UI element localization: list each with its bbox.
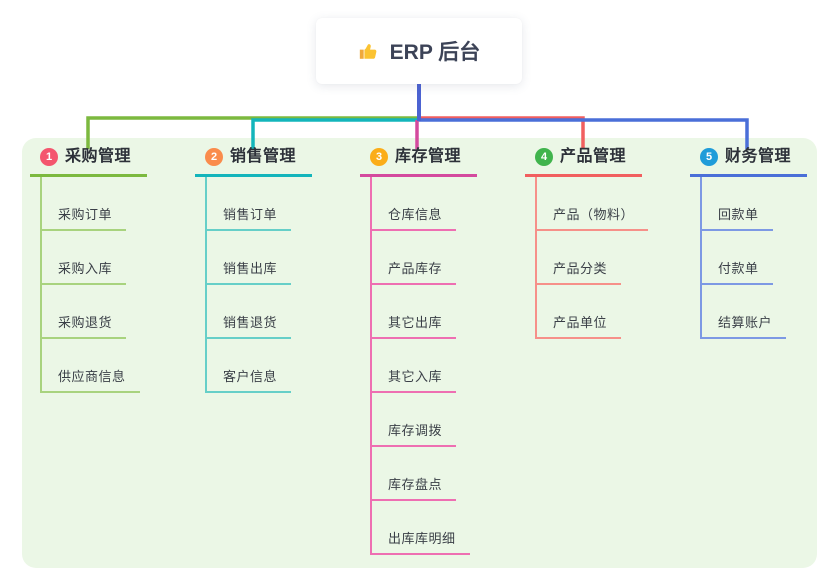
child-node[interactable]: 客户信息 [207, 339, 292, 393]
branches-panel [22, 138, 817, 568]
child-node[interactable]: 其它入库 [372, 339, 457, 393]
branch-3: 3 库存管理仓库信息产品库存其它出库其它入库库存调拨库存盘点出库库明细 [360, 147, 477, 555]
child-node-label: 销售退货 [223, 315, 278, 330]
child-node[interactable]: 付款单 [702, 231, 773, 285]
branch-3-children: 仓库信息产品库存其它出库其它入库库存调拨库存盘点出库库明细 [370, 177, 470, 555]
child-node-label: 产品库存 [388, 261, 443, 276]
branch-3-title[interactable]: 3 库存管理 [360, 147, 477, 177]
child-node[interactable]: 采购订单 [42, 177, 127, 231]
child-node-label: 付款单 [718, 261, 759, 276]
child-node-label: 库存调拨 [388, 423, 443, 438]
thumbs-up-icon [359, 44, 377, 59]
child-node-label: 库存盘点 [388, 477, 443, 492]
branch-number-badge: 4 [535, 148, 553, 166]
child-node-label: 仓库信息 [388, 207, 443, 222]
branch-1-title[interactable]: 1 采购管理 [30, 147, 147, 177]
branch-number-badge: 5 [700, 148, 718, 166]
branch-1: 1 采购管理采购订单采购入库采购退货供应商信息 [30, 147, 147, 393]
child-node-label: 采购订单 [58, 207, 113, 222]
branch-2: 2 销售管理销售订单销售出库销售退货客户信息 [195, 147, 312, 393]
branch-title-label: 财务管理 [725, 148, 792, 165]
child-node[interactable]: 产品库存 [372, 231, 457, 285]
child-node[interactable]: 采购退货 [42, 285, 127, 339]
branch-2-children: 销售订单销售出库销售退货客户信息 [205, 177, 292, 393]
root-node[interactable]: ERP 后台 [316, 18, 522, 84]
child-node-label: 回款单 [718, 207, 759, 222]
child-node[interactable]: 产品分类 [537, 231, 622, 285]
child-node-label: 采购入库 [58, 261, 113, 276]
branch-5-children: 回款单付款单结算账户 [700, 177, 787, 339]
branch-title-label: 库存管理 [395, 148, 462, 165]
child-node[interactable]: 仓库信息 [372, 177, 457, 231]
child-node[interactable]: 结算账户 [702, 285, 787, 339]
branch-4-title[interactable]: 4 产品管理 [525, 147, 642, 177]
child-node[interactable]: 产品单位 [537, 285, 622, 339]
branch-number-badge: 1 [40, 148, 58, 166]
child-node-label: 结算账户 [718, 315, 773, 330]
child-node-label: 出库库明细 [388, 531, 456, 546]
branch-title-label: 销售管理 [230, 148, 297, 165]
branch-title-label: 产品管理 [560, 148, 627, 165]
child-node-label: 供应商信息 [58, 369, 126, 384]
child-node[interactable]: 销售订单 [207, 177, 292, 231]
child-node[interactable]: 销售退货 [207, 285, 292, 339]
child-node[interactable]: 回款单 [702, 177, 773, 231]
branch-title-label: 采购管理 [65, 148, 132, 165]
branch-2-title[interactable]: 2 销售管理 [195, 147, 312, 177]
child-node-label: 客户信息 [223, 369, 278, 384]
child-node-label: 采购退货 [58, 315, 113, 330]
child-node[interactable]: 产品（物料） [537, 177, 649, 231]
child-node[interactable]: 库存盘点 [372, 447, 457, 501]
child-node-label: 产品（物料） [553, 207, 635, 222]
child-node-label: 销售订单 [223, 207, 278, 222]
root-label: ERP 后台 [389, 41, 481, 64]
child-node[interactable]: 库存调拨 [372, 393, 457, 447]
child-node[interactable]: 供应商信息 [42, 339, 140, 393]
child-node-label: 产品分类 [553, 261, 608, 276]
child-node[interactable]: 出库库明细 [372, 501, 470, 555]
branch-1-children: 采购订单采购入库采购退货供应商信息 [40, 177, 140, 393]
child-node-label: 销售出库 [223, 261, 278, 276]
child-node[interactable]: 其它出库 [372, 285, 457, 339]
branch-5: 5 财务管理回款单付款单结算账户 [690, 147, 807, 339]
branch-4-children: 产品（物料） 产品分类产品单位 [535, 177, 649, 339]
child-node-label: 其它出库 [388, 315, 443, 330]
child-node-label: 其它入库 [388, 369, 443, 384]
branch-number-badge: 2 [205, 148, 223, 166]
child-node[interactable]: 销售出库 [207, 231, 292, 285]
branch-number-badge: 3 [370, 148, 388, 166]
child-node-label: 产品单位 [553, 315, 608, 330]
child-node[interactable]: 采购入库 [42, 231, 127, 285]
branch-4: 4 产品管理产品（物料） 产品分类产品单位 [525, 147, 649, 339]
branch-5-title[interactable]: 5 财务管理 [690, 147, 807, 177]
